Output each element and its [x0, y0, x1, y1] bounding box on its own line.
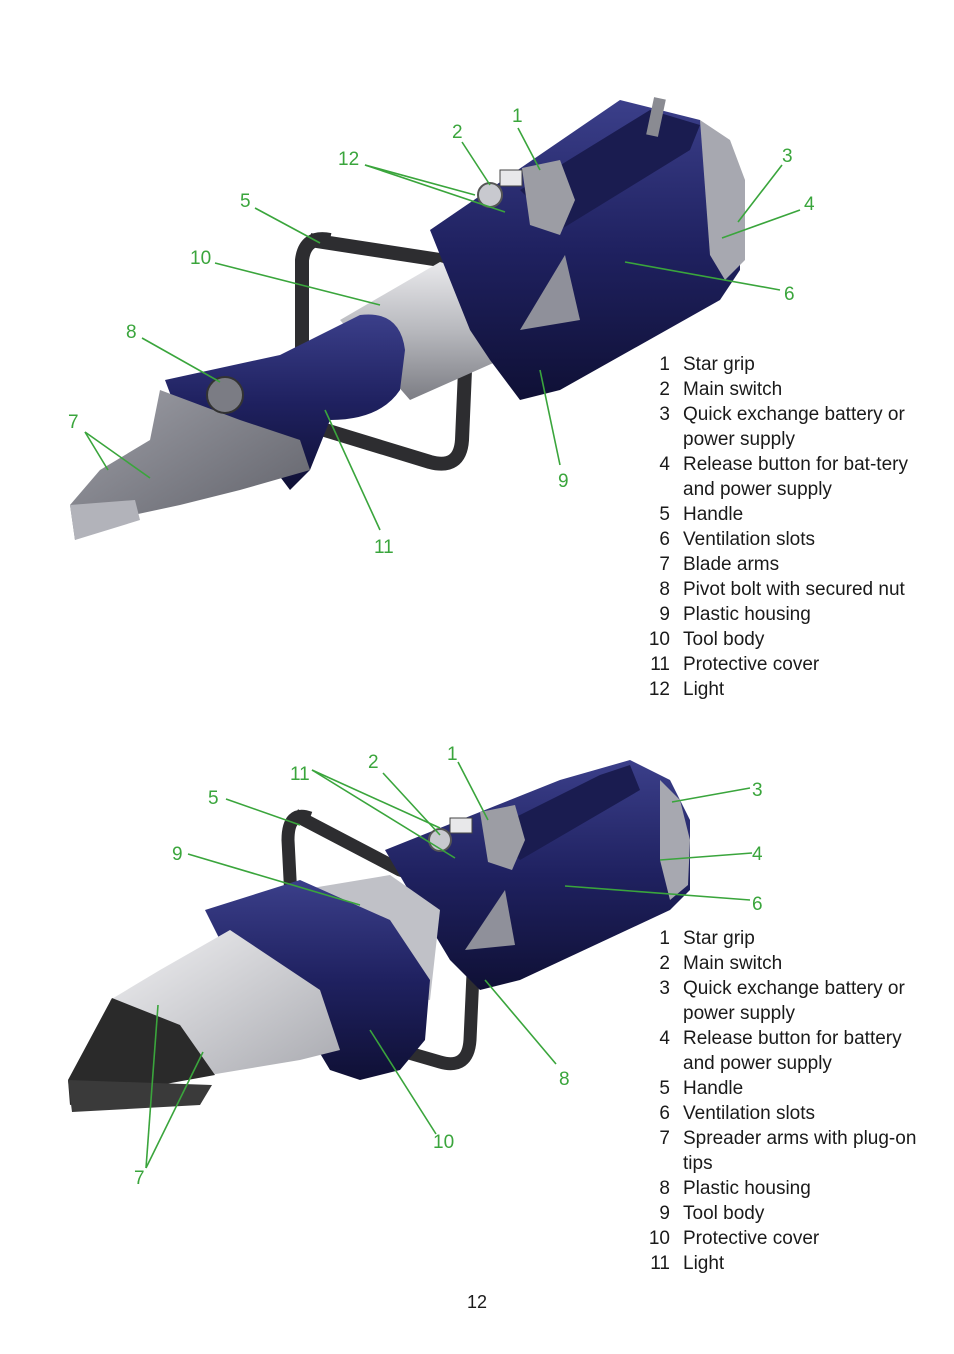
- page-number: 12: [466, 1292, 488, 1312]
- callout-4: 4: [804, 194, 815, 215]
- callout-1: 1: [512, 106, 523, 127]
- star-grip: [480, 805, 525, 870]
- callout-9: 9: [558, 471, 569, 492]
- spreader-illustration: 1 2 3 4 5 6 7 8 9 10 11: [68, 744, 763, 1189]
- callout-11: 11: [374, 537, 394, 558]
- cutter-illustration: 1 2 3 4 5 6 7 8 9 10 11 12: [68, 97, 815, 558]
- callout-6: 6: [784, 284, 795, 305]
- callout-9: 9: [172, 844, 183, 865]
- pivot-bolt: [206, 376, 244, 414]
- callout-3: 3: [752, 780, 763, 801]
- callout-7: 7: [68, 412, 79, 433]
- protective-cover: [205, 880, 430, 1080]
- callout-2: 2: [368, 752, 379, 773]
- cutter-leaders: [84, 127, 801, 531]
- callout-8: 8: [126, 322, 137, 343]
- plastic-housing: [385, 760, 690, 990]
- cutter-callouts: 1 2 3 4 5 6 7 8 9 10 11 12: [68, 106, 815, 558]
- spreader-leaders: [145, 761, 753, 1169]
- callout-5: 5: [208, 788, 219, 809]
- plug-on-tips: [68, 998, 215, 1105]
- main-switch-knob: [428, 828, 452, 852]
- callout-11: 11: [290, 764, 310, 785]
- callout-1: 1: [447, 744, 458, 765]
- top-handle: [490, 765, 640, 860]
- callout-8: 8: [559, 1069, 570, 1090]
- callout-4: 4: [752, 844, 763, 865]
- battery-pack: [700, 120, 745, 280]
- protective-cover: [165, 314, 405, 490]
- callout-6: 6: [752, 894, 763, 915]
- callout-12: 12: [338, 149, 359, 170]
- callout-2: 2: [452, 122, 463, 143]
- star-grip: [522, 160, 575, 235]
- grey-accent: [520, 255, 580, 330]
- spreader-callouts: 1 2 3 4 5 6 7 8 9 10 11: [134, 744, 763, 1189]
- callout-7: 7: [134, 1168, 145, 1189]
- callout-5: 5: [240, 191, 251, 212]
- callout-10: 10: [190, 248, 211, 269]
- battery-pack: [660, 780, 690, 900]
- callout-10: 10: [433, 1132, 454, 1153]
- callout-3: 3: [782, 146, 793, 167]
- plastic-housing: [430, 100, 740, 400]
- grey-accent: [465, 890, 515, 950]
